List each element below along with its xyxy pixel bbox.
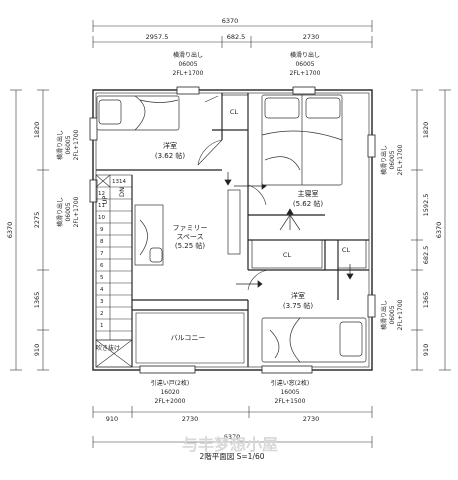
top-dim-1: 2957.5 <box>146 33 169 41</box>
svg-text:12: 12 <box>98 191 105 197</box>
bottom-total-dim: 6370 <box>224 433 241 441</box>
svg-text:3: 3 <box>100 299 104 305</box>
svg-text:6: 6 <box>100 263 104 269</box>
right-total-dim: 6370 <box>435 222 443 239</box>
right-dim-5: 910 <box>422 344 430 356</box>
closet-label-1: CL <box>230 108 239 116</box>
window-label-left-upper: 横滑り出し 06005 2FL+1700 <box>56 129 80 160</box>
exterior-windows <box>89 86 376 374</box>
svg-text:2FL+1700: 2FL+1700 <box>397 299 404 330</box>
svg-text:16005: 16005 <box>280 389 299 396</box>
svg-text:横滑り出し: 横滑り出し <box>56 130 64 160</box>
family-desk <box>134 189 241 266</box>
svg-text:13: 13 <box>112 179 119 185</box>
master-bedroom-size: (5.62 帖) <box>293 199 324 208</box>
bottom-dimensions <box>92 406 373 448</box>
top-total-dim: 6370 <box>222 17 239 25</box>
svg-text:4: 4 <box>100 287 104 293</box>
bed-western-1 <box>96 95 180 131</box>
window-label-bottom-left: 引違い戸(2枚) 16020 2FL+2000 <box>151 379 190 405</box>
top-dim-3: 2730 <box>303 33 320 41</box>
right-dimensions <box>411 89 451 371</box>
drawing-title: 2階平面図 S=1/60 <box>199 451 264 461</box>
family-space-size: (5.25 帖) <box>175 241 206 250</box>
closet-label-2: CL <box>283 251 292 259</box>
family-space-name-2: スペース <box>176 233 203 241</box>
window-label-right-lower: 横滑り出し 06005 2FL+1700 <box>380 299 404 330</box>
watermark: 与丰梦想小屋 <box>182 435 278 454</box>
svg-text:横滑り出し: 横滑り出し <box>380 300 388 330</box>
balcony-label: バルコニー <box>171 334 206 342</box>
svg-text:引違い戸(2枚): 引違い戸(2枚) <box>151 379 190 387</box>
balcony-area <box>135 312 245 364</box>
svg-text:2FL+1500: 2FL+1500 <box>275 398 306 405</box>
right-dim-2: 1592.5 <box>422 194 430 217</box>
svg-text:11: 11 <box>98 203 105 209</box>
svg-text:横滑り出し: 横滑り出し <box>380 145 388 175</box>
right-dim-4: 1365 <box>422 292 430 309</box>
svg-text:10: 10 <box>98 215 105 221</box>
svg-text:06005: 06005 <box>178 61 197 68</box>
left-dim-1: 1820 <box>33 122 41 139</box>
bed-master <box>261 94 343 186</box>
svg-text:2FL+1700: 2FL+1700 <box>173 70 204 77</box>
stairs-up-label: UP <box>101 196 109 205</box>
right-dim-3: 682.5 <box>422 246 430 265</box>
svg-text:2: 2 <box>100 311 104 317</box>
master-bedroom-name: 主寝室 <box>298 189 319 198</box>
svg-text:2FL+1700: 2FL+1700 <box>73 196 80 227</box>
bottom-dim-3: 2730 <box>303 415 320 423</box>
left-dim-3: 1365 <box>33 292 41 309</box>
western-room-1-name: 洋室 <box>163 141 177 150</box>
svg-text:8: 8 <box>100 239 104 245</box>
window-label-left-lower: 横滑り出し 06005 2FL+1700 <box>56 196 80 227</box>
svg-text:1: 1 <box>100 323 104 329</box>
void-label: 吹き抜け <box>96 344 120 352</box>
svg-text:2FL+1700: 2FL+1700 <box>73 129 80 160</box>
western-room-1-size: (3.62 帖) <box>155 151 186 160</box>
svg-text:06005: 06005 <box>389 305 396 324</box>
svg-text:2FL+1700: 2FL+1700 <box>397 144 404 175</box>
window-label-bottom-right: 引違い窓(2枚) 16005 2FL+1500 <box>271 379 310 405</box>
top-dimensions <box>92 20 373 48</box>
window-label-top-left: 横滑り出し 06005 2FL+1700 <box>173 51 204 77</box>
svg-text:06005: 06005 <box>295 61 314 68</box>
svg-text:16020: 16020 <box>160 389 179 396</box>
closets <box>221 94 367 269</box>
svg-text:06005: 06005 <box>389 150 396 169</box>
svg-text:横滑り出し: 横滑り出し <box>173 51 203 59</box>
svg-text:06005: 06005 <box>65 202 72 221</box>
svg-text:横滑り出し: 横滑り出し <box>290 51 320 59</box>
left-dimensions <box>10 89 49 371</box>
window-label-right-upper: 横滑り出し 06005 2FL+1700 <box>380 144 404 175</box>
left-total-dim: 6370 <box>6 222 14 239</box>
stair-step-numbers: 1 2 3 4 5 6 7 8 9 10 11 12 13 14 <box>98 179 126 329</box>
svg-text:引違い窓(2枚): 引違い窓(2枚) <box>271 379 310 387</box>
staircase <box>95 174 133 341</box>
stairs-dn-label: DN <box>118 187 126 197</box>
svg-text:2FL+2000: 2FL+2000 <box>155 398 186 405</box>
bed-western-2 <box>261 317 367 363</box>
svg-text:14: 14 <box>119 179 126 185</box>
western-room-2-name: 洋室 <box>291 291 305 300</box>
family-space-name-1: ファミリー <box>173 224 208 232</box>
svg-text:5: 5 <box>100 275 104 281</box>
left-dim-2: 2275 <box>33 212 41 229</box>
svg-text:06005: 06005 <box>65 135 72 154</box>
closet-label-3: CL <box>342 246 351 254</box>
svg-text:横滑り出し: 横滑り出し <box>56 197 64 227</box>
top-dim-2: 682.5 <box>227 33 246 41</box>
svg-text:9: 9 <box>100 227 104 233</box>
left-dim-4: 910 <box>33 344 41 356</box>
window-label-top-right: 横滑り出し 06005 2FL+1700 <box>290 51 321 77</box>
western-room-2-size: (3.75 帖) <box>283 301 314 310</box>
svg-text:2FL+1700: 2FL+1700 <box>290 70 321 77</box>
void-area <box>95 339 133 368</box>
access-arrows <box>224 172 354 288</box>
bottom-dim-2: 2730 <box>182 415 199 423</box>
right-dim-1: 1820 <box>422 122 430 139</box>
svg-text:7: 7 <box>100 251 104 257</box>
bottom-dim-1: 910 <box>106 415 118 423</box>
